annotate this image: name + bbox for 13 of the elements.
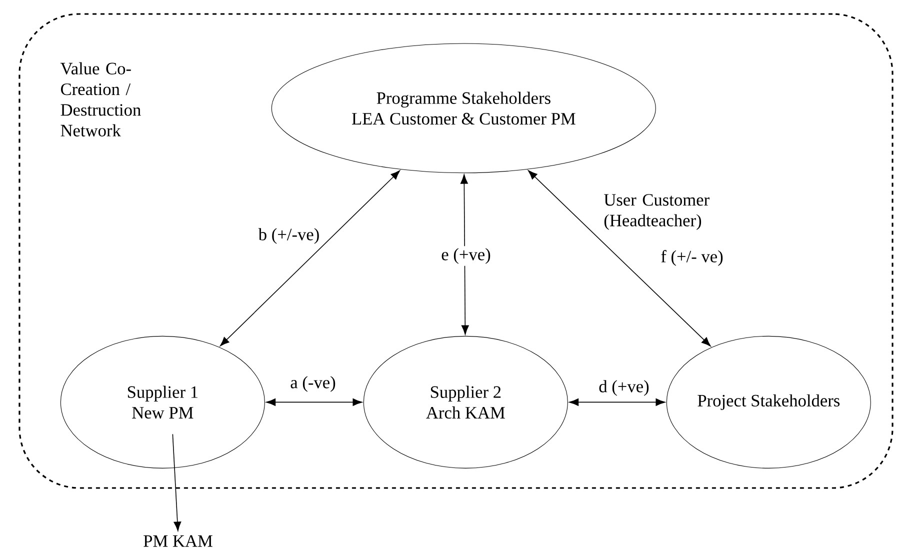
arrow — [569, 398, 666, 406]
edge-label: a (-ve) — [290, 376, 336, 392]
edge-label: f (+/- ve) — [661, 250, 723, 266]
arrow — [528, 170, 711, 346]
arrow — [266, 398, 362, 406]
node-text: PM KAM — [144, 535, 212, 547]
edge-label: e (+ve) — [442, 248, 490, 264]
edge-label: b (+/-ve) — [258, 228, 319, 244]
arrow — [172, 434, 182, 532]
arrow — [220, 170, 400, 346]
edge-label: d (+ve) — [599, 380, 649, 396]
role-label: User Customer (Headteacher) — [604, 194, 710, 230]
arrow — [460, 174, 469, 335]
